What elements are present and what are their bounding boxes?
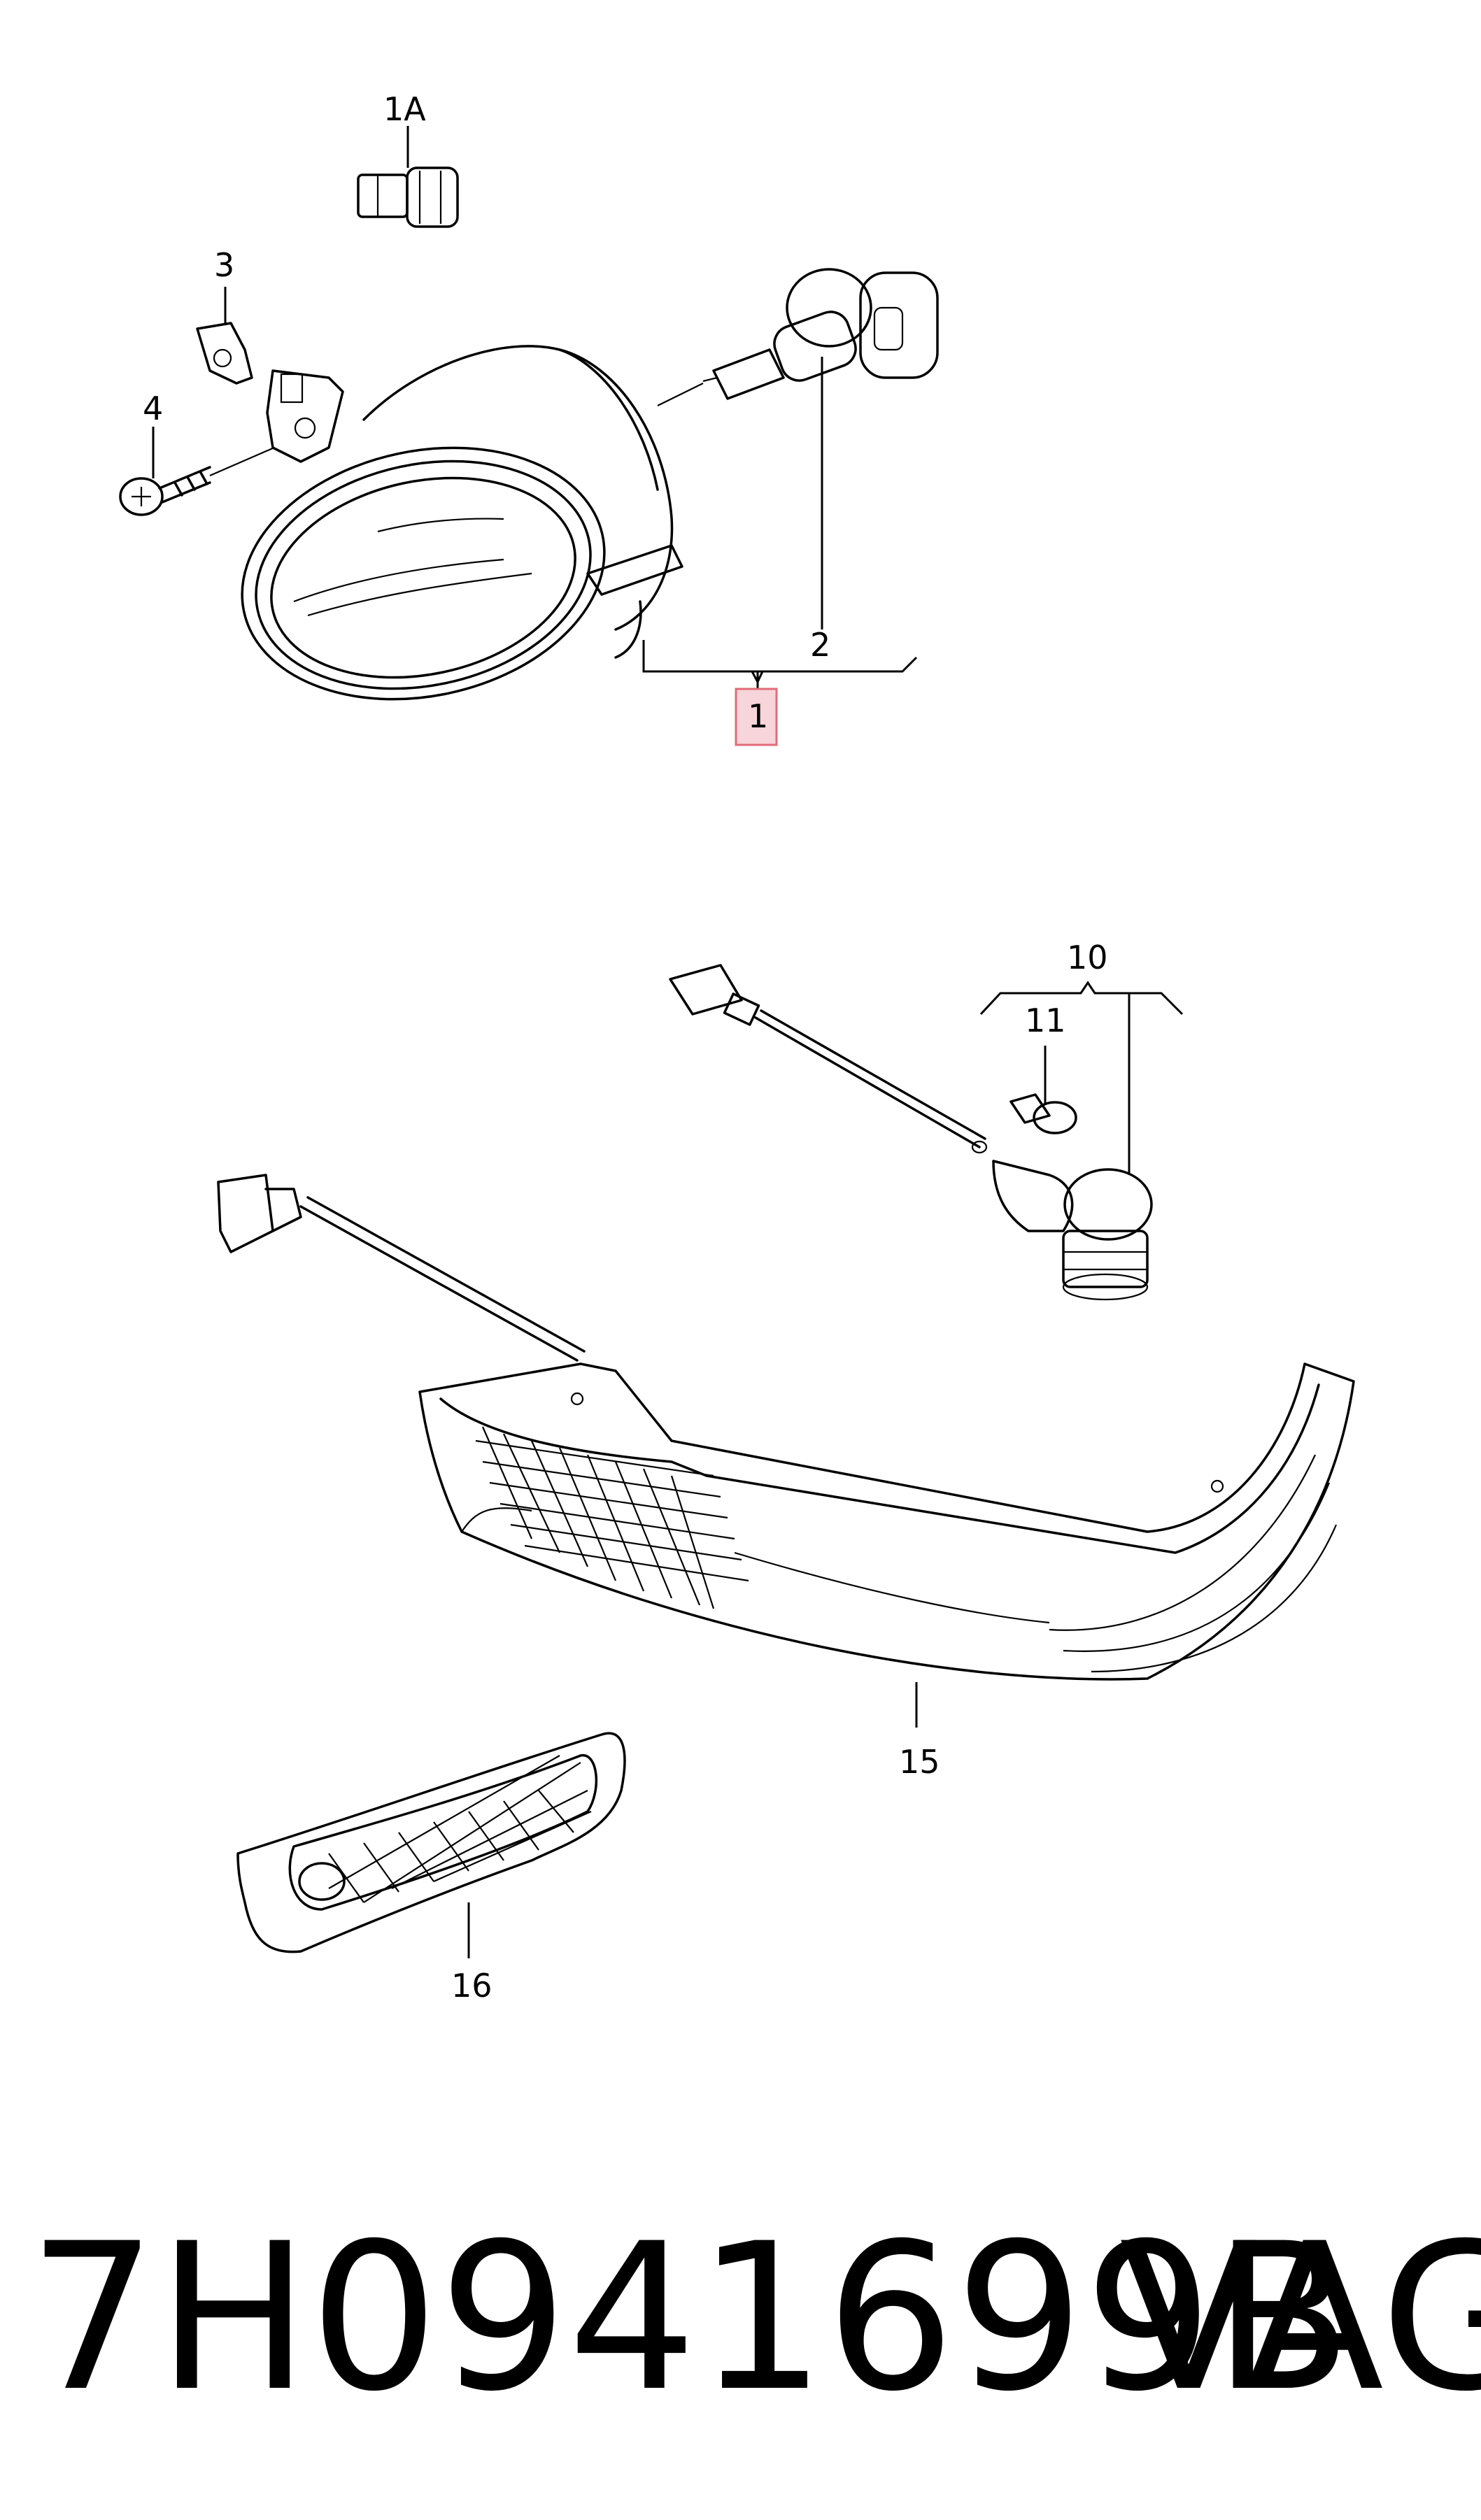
part-1a-connector[interactable] (357, 166, 459, 228)
bracket-1-tick (751, 671, 759, 683)
bracket-1 (642, 640, 918, 689)
part-15-side-light[interactable] (217, 1174, 1355, 1681)
label-16[interactable]: 16 (451, 1967, 493, 2005)
footer: 7H0941699B VAG (28, 2200, 1481, 2436)
part-1-fog-lamp[interactable] (218, 345, 683, 732)
label-10[interactable]: 10 (1067, 939, 1108, 976)
part-number: 7H0941699B (28, 2200, 1353, 2436)
label-2[interactable]: 2 (810, 626, 830, 664)
part-4-screw[interactable] (119, 446, 275, 516)
label-1[interactable]: 1 (748, 697, 768, 735)
label-15[interactable]: 15 (899, 1743, 940, 1781)
bracket-1-tick2 (756, 671, 764, 683)
bracket-10 (979, 981, 1184, 1016)
label-11[interactable]: 11 (1025, 1002, 1066, 1039)
part-2-bulb[interactable] (657, 268, 939, 406)
label-3[interactable]: 3 (214, 246, 234, 284)
part-11-small-bulb[interactable] (1009, 1093, 1077, 1134)
part-10-bulb-holder-harness[interactable] (669, 964, 1153, 1301)
brand-name: VAG (1119, 2200, 1481, 2436)
part-3-clip[interactable] (196, 322, 253, 385)
label-4[interactable]: 4 (143, 390, 163, 427)
highlight-box-1 (735, 688, 778, 746)
label-1a[interactable]: 1A (383, 90, 426, 128)
part-16-grille[interactable] (236, 1732, 626, 1953)
